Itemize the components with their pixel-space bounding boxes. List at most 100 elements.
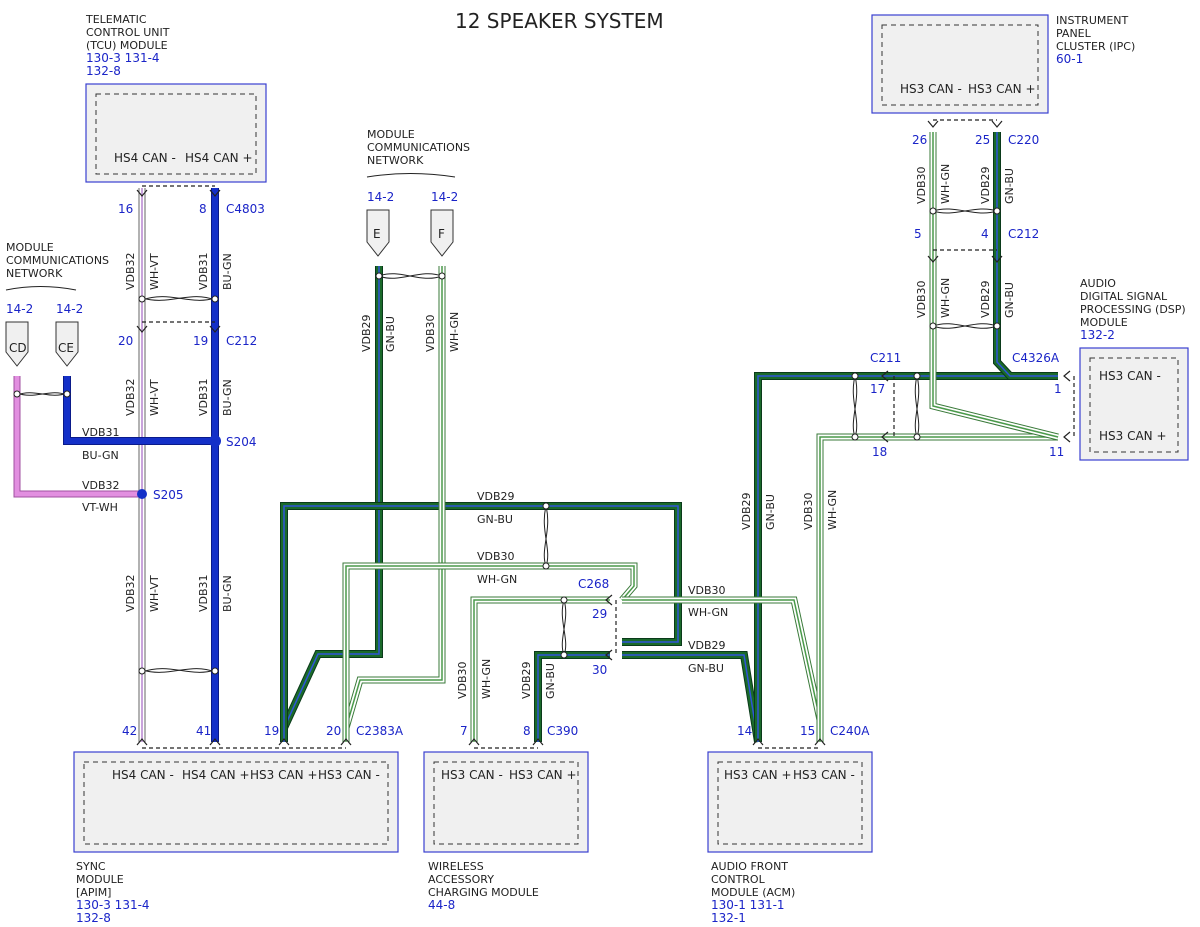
svg-text:VT-WH: VT-WH bbox=[82, 501, 118, 514]
tcu-ref[interactable]: 132-8 bbox=[86, 64, 121, 78]
sync-module[interactable]: HS4 CAN - HS4 CAN + HS3 CAN + HS3 CAN - bbox=[73, 751, 399, 853]
splice-dot bbox=[209, 435, 221, 447]
splice-id[interactable]: S204 bbox=[226, 435, 257, 449]
sync-ref[interactable]: 132-8 bbox=[76, 911, 111, 925]
svg-text:GN-BU: GN-BU bbox=[688, 662, 724, 675]
svg-text:VDB31: VDB31 bbox=[82, 426, 120, 439]
svg-text:WH-VT: WH-VT bbox=[148, 379, 161, 416]
sync-name: SYNC bbox=[76, 860, 106, 873]
dsp-pin-label: HS3 CAN + bbox=[1099, 429, 1167, 443]
tcu-ref[interactable]: 130-3 131-4 bbox=[86, 51, 160, 65]
svg-text:MODULE: MODULE bbox=[367, 128, 415, 141]
dsp-name: AUDIO bbox=[1080, 277, 1116, 290]
svg-text:WH-VT: WH-VT bbox=[148, 253, 161, 290]
network-ref[interactable]: 14-2 bbox=[6, 302, 33, 316]
ipc-module[interactable]: HS3 CAN - HS3 CAN + bbox=[871, 14, 1049, 114]
svg-text:VDB30: VDB30 bbox=[915, 280, 928, 318]
ipc-pin-label: HS3 CAN + bbox=[968, 82, 1036, 96]
connector-id[interactable]: C390 bbox=[547, 724, 578, 738]
svg-text:VDB30: VDB30 bbox=[802, 492, 815, 530]
network-ref[interactable]: 14-2 bbox=[56, 302, 83, 316]
twist-markers bbox=[13, 207, 1001, 675]
sync-ref[interactable]: 130-3 131-4 bbox=[76, 898, 150, 912]
network-ref[interactable]: 14-2 bbox=[431, 190, 458, 204]
wires bbox=[13, 132, 1059, 743]
svg-text:VDB29: VDB29 bbox=[979, 166, 992, 204]
tcu-name: CONTROL UNIT bbox=[86, 26, 170, 39]
connector-id[interactable]: C211 bbox=[870, 351, 901, 365]
network-tag-f[interactable]: F bbox=[430, 209, 454, 257]
svg-text:VDB29: VDB29 bbox=[979, 280, 992, 318]
connector-id[interactable]: C212 bbox=[1008, 227, 1039, 241]
audio-front-control-module[interactable]: HS3 CAN + HS3 CAN - bbox=[707, 751, 873, 853]
pin-number: 4 bbox=[981, 227, 989, 241]
pin-number: 5 bbox=[914, 227, 922, 241]
svg-text:GN-BU: GN-BU bbox=[544, 663, 557, 699]
pin-number: 1 bbox=[1054, 382, 1062, 396]
pin-number: 29 bbox=[592, 607, 607, 621]
pin-number: 42 bbox=[122, 724, 137, 738]
connector-id[interactable]: C220 bbox=[1008, 133, 1039, 147]
network-tag-ce[interactable]: CE bbox=[55, 321, 79, 367]
connector-id[interactable]: C4326A bbox=[1012, 351, 1060, 365]
connector-id[interactable]: C240A bbox=[830, 724, 870, 738]
pin-number: 8 bbox=[199, 202, 207, 216]
acm-name: CONTROL bbox=[711, 873, 766, 886]
wacm-name: CHARGING MODULE bbox=[428, 886, 539, 899]
wireless-charging-module[interactable]: HS3 CAN - HS3 CAN + bbox=[423, 751, 589, 853]
svg-text:WH-GN: WH-GN bbox=[480, 659, 493, 699]
connector-id[interactable]: C2383A bbox=[356, 724, 404, 738]
ipc-ref[interactable]: 60-1 bbox=[1056, 52, 1083, 66]
connector-id[interactable]: C212 bbox=[226, 334, 257, 348]
svg-text:VDB32: VDB32 bbox=[124, 574, 137, 612]
pin-number: 18 bbox=[872, 445, 887, 459]
acm-name: MODULE (ACM) bbox=[711, 886, 795, 899]
svg-text:VDB32: VDB32 bbox=[82, 479, 120, 492]
connector-id[interactable]: C4803 bbox=[226, 202, 265, 216]
svg-text:MODULE: MODULE bbox=[6, 241, 54, 254]
svg-text:COMMUNICATIONS: COMMUNICATIONS bbox=[367, 141, 470, 154]
svg-text:WH-GN: WH-GN bbox=[448, 312, 461, 352]
sync-pin-label: HS3 CAN - bbox=[318, 768, 380, 782]
svg-text:CD: CD bbox=[9, 341, 27, 355]
svg-text:F: F bbox=[438, 227, 445, 241]
left-network-label: MODULE COMMUNICATIONS NETWORK bbox=[5, 241, 109, 291]
pin-number: 41 bbox=[196, 724, 211, 738]
svg-text:VDB32: VDB32 bbox=[124, 378, 137, 416]
pin-number: 16 bbox=[118, 202, 133, 216]
svg-text:GN-BU: GN-BU bbox=[764, 494, 777, 530]
connector-id[interactable]: C268 bbox=[578, 577, 609, 591]
network-tag-e[interactable]: E bbox=[366, 209, 390, 257]
acm-name: AUDIO FRONT bbox=[711, 860, 788, 873]
svg-text:BU-GN: BU-GN bbox=[221, 253, 234, 290]
pin-number: 14 bbox=[737, 724, 752, 738]
acm-ref[interactable]: 130-1 131-1 bbox=[711, 898, 785, 912]
tcu-module[interactable]: HS4 CAN - HS4 CAN + bbox=[85, 83, 267, 183]
sync-name: MODULE bbox=[76, 873, 124, 886]
dsp-module[interactable]: HS3 CAN - HS3 CAN + bbox=[1079, 347, 1189, 461]
pin-number: 30 bbox=[592, 663, 607, 677]
svg-text:BU-GN: BU-GN bbox=[82, 449, 119, 462]
splice-id[interactable]: S205 bbox=[153, 488, 184, 502]
dsp-name: MODULE bbox=[1080, 316, 1128, 329]
network-tag-cd[interactable]: CD bbox=[5, 321, 29, 367]
pin-number: 19 bbox=[264, 724, 279, 738]
acm-ref[interactable]: 132-1 bbox=[711, 911, 746, 925]
svg-text:WH-VT: WH-VT bbox=[148, 575, 161, 612]
pin-number: 11 bbox=[1049, 445, 1064, 459]
svg-text:GN-BU: GN-BU bbox=[477, 513, 513, 526]
network-ref[interactable]: 14-2 bbox=[367, 190, 394, 204]
svg-text:GN-BU: GN-BU bbox=[1003, 168, 1016, 204]
svg-text:VDB31: VDB31 bbox=[197, 252, 210, 290]
dsp-pin-label: HS3 CAN - bbox=[1099, 369, 1161, 383]
svg-text:VDB32: VDB32 bbox=[124, 252, 137, 290]
wacm-ref[interactable]: 44-8 bbox=[428, 898, 455, 912]
circuit-labels-horizontal: VDB31 BU-GN VDB32 VT-WH VDB29 GN-BU VDB3… bbox=[82, 426, 728, 675]
svg-text:WH-GN: WH-GN bbox=[939, 164, 952, 204]
dsp-name: PROCESSING (DSP) bbox=[1080, 303, 1186, 316]
sync-name: [APIM] bbox=[76, 886, 111, 899]
svg-text:VDB30: VDB30 bbox=[688, 584, 726, 597]
dsp-ref[interactable]: 132-2 bbox=[1080, 328, 1115, 342]
tcu-pin-label: HS4 CAN + bbox=[185, 151, 253, 165]
